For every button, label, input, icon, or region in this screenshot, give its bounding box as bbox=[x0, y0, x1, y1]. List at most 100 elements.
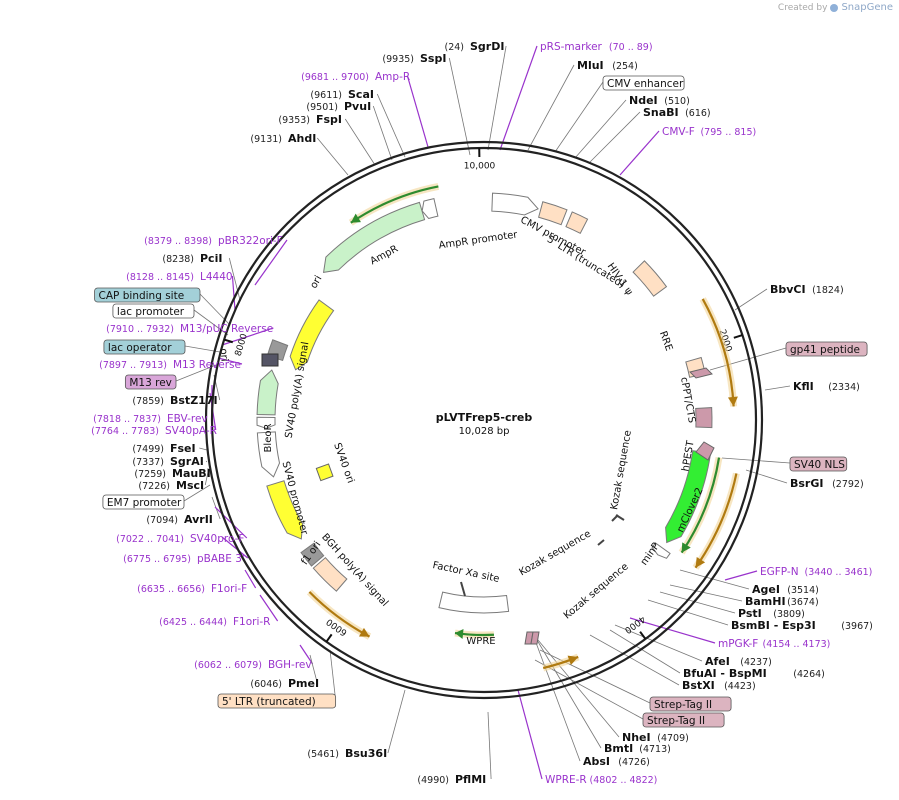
feature-minp[interactable] bbox=[651, 542, 671, 559]
site-enzyme-bmti[interactable]: BmtI(4713) bbox=[604, 742, 671, 755]
site-primer-pbr322ori-f[interactable]: pBR322ori-F(8379 .. 8398) bbox=[144, 235, 283, 247]
site-primer-m13-reverse[interactable]: M13 Reverse(7897 .. 7913) bbox=[99, 359, 241, 371]
feature-tag-label: M13 rev bbox=[129, 377, 172, 389]
site-feature-strep-tag-ii[interactable]: Strep-Tag II bbox=[649, 696, 732, 712]
site-primer-egfp-n[interactable]: EGFP-N(3440 .. 3461) bbox=[760, 566, 872, 578]
feature-bleor[interactable] bbox=[256, 369, 279, 416]
site-primer-sv40pa-r[interactable]: SV40pA-R(7764 .. 7783) bbox=[91, 425, 217, 437]
site-enzyme-maubi[interactable]: MauBI(7259) bbox=[134, 467, 210, 480]
site-enzyme-sspi[interactable]: SspI(9935) bbox=[382, 52, 446, 65]
site-enzyme-pmei[interactable]: PmeI(6046) bbox=[250, 677, 319, 690]
site-enzyme-fsei[interactable]: FseI(7499) bbox=[132, 442, 195, 455]
site-position: (7337) bbox=[132, 457, 164, 468]
feature-label: Kozak sequence bbox=[609, 429, 634, 510]
site-position: (4237) bbox=[740, 657, 772, 668]
feature-tag-label: CAP binding site bbox=[99, 290, 185, 302]
site-primer-f1ori-f[interactable]: F1ori-F(6635 .. 6656) bbox=[137, 583, 247, 595]
site-primer-ebv-rev[interactable]: EBV-rev(7818 .. 7837) bbox=[93, 413, 208, 425]
site-feature-gp41-peptide[interactable]: gp41 peptide bbox=[785, 341, 868, 357]
site-primer-mpgk-f[interactable]: mPGK-F(4154 .. 4173) bbox=[718, 638, 830, 650]
feature-ori[interactable] bbox=[289, 299, 335, 371]
site-enzyme-absi[interactable]: AbsI(4726) bbox=[583, 755, 650, 768]
site-feature-cmv-enhancer[interactable]: CMV enhancer bbox=[602, 75, 685, 91]
site-enzyme-ahdi[interactable]: AhdI(9131) bbox=[250, 132, 316, 145]
feature-tag-label: SV40 NLS bbox=[794, 459, 845, 471]
feature-em7-promoter[interactable] bbox=[256, 416, 276, 429]
site-enzyme-pcii[interactable]: PciI(8238) bbox=[162, 252, 222, 265]
feature-shapes bbox=[256, 192, 715, 645]
site-enzyme-bamhi[interactable]: BamHI(3674) bbox=[745, 595, 819, 608]
site-enzyme-pvui[interactable]: PvuI(9501) bbox=[306, 100, 371, 113]
site-position: (7859) bbox=[132, 396, 164, 407]
site-enzyme-fspi[interactable]: FspI(9353) bbox=[278, 113, 342, 126]
site-enzyme-scai[interactable]: ScaI(9611) bbox=[310, 88, 374, 101]
site-enzyme-bsu36i[interactable]: Bsu36I(5461) bbox=[307, 747, 387, 760]
site-primer-f1ori-r[interactable]: F1ori-R(6425 .. 6444) bbox=[159, 616, 270, 628]
site-primer-amp-r[interactable]: Amp-R(9681 .. 9700) bbox=[301, 71, 410, 83]
site-enzyme-sgrdi[interactable]: SgrDI(24) bbox=[444, 40, 504, 53]
site-enzyme-bsmbi-esp3i[interactable]: BsmBI - Esp3I(3967) bbox=[731, 619, 873, 632]
site-enzyme-bstxi[interactable]: BstXI(4423) bbox=[682, 679, 756, 692]
feature-hiv-1-[interactable] bbox=[565, 211, 589, 235]
site-enzyme-nhei[interactable]: NheI(4709) bbox=[622, 731, 689, 744]
site-enzyme-snabi[interactable]: SnaBI(616) bbox=[643, 106, 711, 119]
feature-bgh-poly-a-signal[interactable] bbox=[312, 556, 348, 592]
leader-line bbox=[299, 644, 314, 665]
site-primer-l4440[interactable]: L4440(8128 .. 8145) bbox=[126, 271, 232, 283]
leader-line bbox=[614, 624, 703, 662]
leader-line bbox=[679, 569, 750, 590]
site-enzyme-bsrgi[interactable]: BsrGI(2792) bbox=[790, 477, 864, 490]
feature-rre[interactable] bbox=[632, 260, 668, 297]
site-enzyme-msci[interactable]: MscI(7226) bbox=[138, 479, 204, 492]
site-name: Amp-R bbox=[375, 71, 410, 83]
site-enzyme-pflmi[interactable]: PflMI(4990) bbox=[417, 773, 486, 786]
feature-cmv-promoter[interactable] bbox=[491, 192, 539, 216]
leader-line bbox=[724, 570, 758, 581]
leader-line bbox=[329, 649, 337, 701]
site-name: M13/pUC Reverse bbox=[180, 323, 273, 335]
plasmid-name: pLVTFrep5-creb bbox=[436, 411, 533, 424]
site-enzyme-avrii[interactable]: AvrII(7094) bbox=[146, 513, 213, 526]
site-feature-m13-rev[interactable]: M13 rev bbox=[124, 374, 177, 390]
site-feature-em7-promoter[interactable]: EM7 promoter bbox=[102, 494, 185, 510]
site-enzyme-psti[interactable]: PstI(3809) bbox=[738, 607, 805, 620]
orf-arrowhead bbox=[727, 396, 738, 407]
site-position: (254) bbox=[612, 61, 638, 72]
site-primer-wpre-r[interactable]: WPRE-R(4802 .. 4822) bbox=[545, 774, 657, 786]
site-enzyme-bstz17i[interactable]: BstZ17I(7859) bbox=[132, 394, 217, 407]
site-name: BmtI bbox=[604, 742, 633, 755]
site-primer-sv40pro-f[interactable]: SV40pro-F(7022 .. 7041) bbox=[116, 533, 244, 545]
feature-5-ltr-truncated-[interactable] bbox=[538, 201, 568, 226]
site-name: M13 Reverse bbox=[173, 359, 241, 371]
site-enzyme-ndei[interactable]: NdeI(510) bbox=[629, 94, 690, 107]
site-feature-strep-tag-ii[interactable]: Strep-Tag II bbox=[642, 712, 725, 728]
site-name: EGFP-N bbox=[760, 566, 799, 578]
site-feature-5-ltr-truncated-[interactable]: 5' LTR (truncated) bbox=[217, 693, 337, 709]
site-feature-lac-promoter[interactable]: lac promoter bbox=[112, 303, 195, 319]
site-primer-pbabe-3-[interactable]: pBABE 3'(6775 .. 6795) bbox=[123, 553, 245, 565]
site-enzyme-sgrai[interactable]: SgrAI(7337) bbox=[132, 455, 203, 468]
feature-sv40-promoter[interactable] bbox=[256, 431, 281, 478]
site-position: (4726) bbox=[618, 757, 650, 768]
site-feature-lac-operator[interactable]: lac operator bbox=[103, 339, 186, 355]
site-enzyme-afei[interactable]: AfeI(4237) bbox=[705, 655, 772, 668]
site-enzyme-agei[interactable]: AgeI(3514) bbox=[752, 583, 819, 596]
feature-ampr-promoter[interactable] bbox=[421, 197, 439, 220]
feature-sv40-poly-a-signal[interactable] bbox=[300, 542, 325, 567]
site-primer-m13-puc-reverse[interactable]: M13/pUC Reverse(7910 .. 7932) bbox=[106, 323, 273, 335]
feature-hpest[interactable] bbox=[695, 407, 713, 429]
site-position: (3674) bbox=[787, 597, 819, 608]
site-feature-sv40-nls[interactable]: SV40 NLS bbox=[789, 456, 848, 472]
site-primer-cmv-f[interactable]: CMV-F(795 .. 815) bbox=[662, 126, 756, 138]
feature-wpre[interactable] bbox=[438, 591, 510, 614]
site-name: SnaBI bbox=[643, 106, 679, 119]
feature-mclover2[interactable] bbox=[665, 450, 712, 544]
site-enzyme-kfli[interactable]: KflI(2334) bbox=[793, 380, 860, 393]
site-enzyme-mlui[interactable]: MluI(254) bbox=[577, 59, 638, 72]
site-enzyme-bfuai-bspmi[interactable]: BfuAI - BspMI(4264) bbox=[683, 667, 825, 680]
site-enzyme-bbvci[interactable]: BbvCI(1824) bbox=[770, 283, 844, 296]
site-feature-cap-binding-site[interactable]: CAP binding site bbox=[94, 287, 201, 303]
feature-f1-ori[interactable] bbox=[266, 480, 304, 540]
site-primer-bgh-rev[interactable]: BGH-rev(6062 .. 6079) bbox=[194, 659, 311, 671]
site-primer-prs-marker[interactable]: pRS-marker(70 .. 89) bbox=[540, 41, 653, 53]
